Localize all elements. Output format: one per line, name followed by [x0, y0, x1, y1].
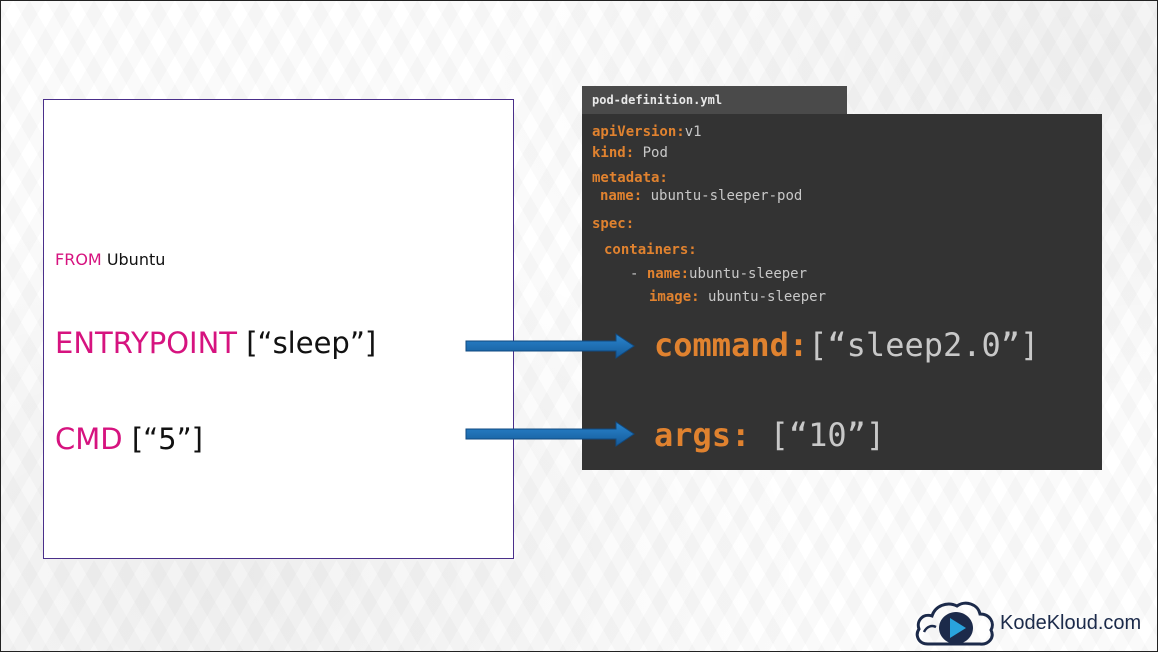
yaml-key: image:	[649, 289, 700, 305]
yaml-key: spec:	[592, 216, 635, 232]
entrypoint-keyword: ENTRYPOINT	[55, 326, 238, 360]
yaml-name-line: name: ubuntu-sleeper-pod	[600, 188, 802, 204]
yaml-container-name-line: - name:ubuntu-sleeper	[630, 266, 807, 282]
cloud-play-icon	[915, 601, 994, 646]
yaml-value: v1	[684, 124, 702, 140]
yaml-spec-line: spec:	[592, 216, 634, 232]
yaml-key: metadata:	[592, 170, 668, 186]
dockerfile-cmd-line: CMD [“5”]	[55, 422, 203, 456]
from-value: Ubuntu	[106, 250, 166, 269]
entrypoint-value: [“sleep”]	[246, 326, 377, 360]
yaml-value: ubuntu-sleeper	[689, 266, 808, 282]
yaml-key: containers:	[604, 242, 697, 258]
yaml-key: command:	[654, 326, 809, 364]
cmd-keyword: CMD	[55, 422, 123, 456]
yaml-value: [“sleep2.0”]	[808, 326, 1040, 364]
yaml-key: args:	[654, 416, 751, 454]
yaml-value: ubuntu-sleeper	[708, 289, 827, 305]
from-keyword: FROM	[55, 250, 102, 269]
yaml-value: ubuntu-sleeper-pod	[650, 188, 803, 204]
yaml-command-line: command:[“sleep2.0”]	[654, 326, 1039, 364]
yaml-apiversion-line: apiVersion:v1	[592, 124, 702, 140]
yaml-key: apiVersion:	[592, 124, 685, 140]
dockerfile-box: FROM Ubuntu ENTRYPOINT [“sleep”] CMD [“5…	[43, 99, 514, 559]
yaml-file-tab: pod-definition.yml	[582, 86, 847, 114]
yaml-args-line: args: [“10”]	[654, 416, 885, 454]
yaml-kind-line: kind: Pod	[592, 145, 668, 161]
yaml-metadata-line: metadata:	[592, 170, 668, 186]
yaml-key: name:	[600, 188, 643, 204]
entrypoint-to-command-arrow	[465, 333, 635, 359]
cmd-value: [“5”]	[131, 422, 203, 456]
kodekloud-logo: KodeKloud.com	[914, 598, 1154, 648]
yaml-code-panel: apiVersion:v1 kind: Pod metadata: name: …	[582, 114, 1102, 470]
yaml-value: [“10”]	[769, 416, 886, 454]
dockerfile-entrypoint-line: ENTRYPOINT [“sleep”]	[55, 326, 376, 360]
yaml-containers-line: containers:	[604, 242, 697, 258]
yaml-image-line: image: ubuntu-sleeper	[649, 289, 826, 305]
dockerfile-from-line: FROM Ubuntu	[55, 250, 165, 269]
yaml-key: name:	[646, 266, 690, 282]
cmd-to-args-arrow	[465, 421, 635, 447]
yaml-key: kind:	[592, 145, 635, 161]
yaml-value: Pod	[642, 145, 668, 161]
logo-text: KodeKloud.com	[1000, 612, 1142, 634]
yaml-dash: -	[630, 266, 639, 282]
